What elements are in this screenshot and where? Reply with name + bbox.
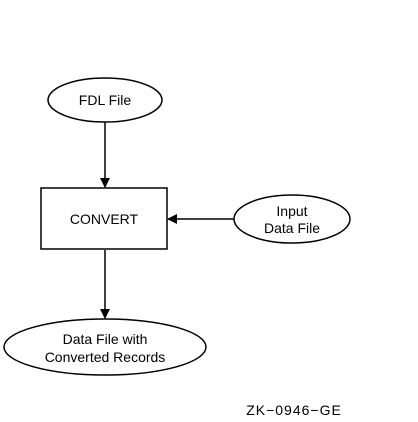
node-input-data-file: Input Data File	[233, 194, 351, 244]
node-input-data-file-label-line2: Data File	[264, 220, 320, 236]
node-output-data-file-label-line1: Data File with	[63, 331, 148, 347]
node-fdl-file: FDL File	[47, 77, 163, 123]
node-input-data-file-label-line1: Input	[276, 203, 307, 219]
figure-id: ZK−0946−GE	[246, 402, 342, 418]
node-convert: CONVERT	[40, 187, 168, 250]
node-convert-label: CONVERT	[70, 211, 139, 227]
node-output-data-file-label-line2: Converted Records	[45, 349, 166, 365]
node-output-data-file: Data File with Converted Records	[3, 318, 207, 376]
node-fdl-file-label: FDL File	[79, 92, 132, 108]
